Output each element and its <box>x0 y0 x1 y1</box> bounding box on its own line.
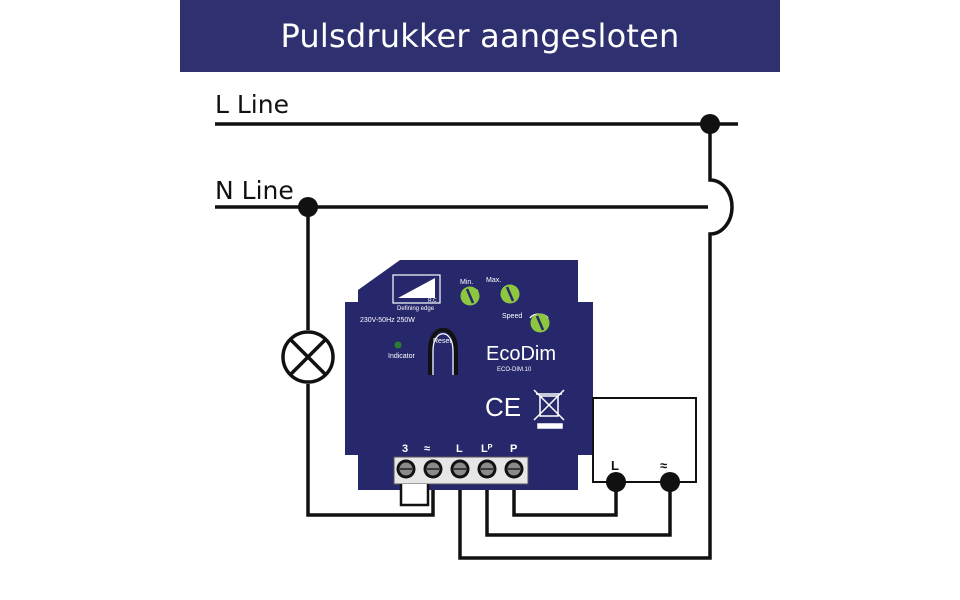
terminal-p-screw <box>504 459 524 479</box>
terminal-3-screw <box>396 459 416 479</box>
reset-label: Reset <box>433 338 451 345</box>
n-line-junction <box>298 197 318 217</box>
terminal-l-screw <box>450 459 470 479</box>
dimmer-module: R,C Defining edge Min. Max. Speed 230V-5… <box>345 260 593 507</box>
defining-edge-label: Defining edge <box>397 306 435 312</box>
indicator-label: Indicator <box>388 353 416 360</box>
defining-edge-badge: R,C Defining edge <box>392 274 441 312</box>
l-feed-wire <box>458 124 734 560</box>
rating-label: 230V-50Hz 250W <box>360 317 415 324</box>
indicator-led <box>394 341 402 349</box>
l-line-junction <box>700 114 720 134</box>
lamp-to-dimmer-wire <box>306 384 435 517</box>
terminal-lp-label: Lᴾ <box>481 443 493 455</box>
reset-button[interactable]: Reset <box>428 328 458 375</box>
terminal-pulse-screw <box>423 459 443 479</box>
terminal-lp-screw <box>477 459 497 479</box>
switch-pulse-terminal <box>660 472 680 492</box>
min-knob[interactable] <box>460 286 480 306</box>
speed-knob[interactable] <box>529 313 550 333</box>
title-banner: Pulsdrukker aangesloten <box>180 0 780 72</box>
switch-pulse-label: ≈ <box>660 458 667 473</box>
speed-label: Speed <box>502 313 522 320</box>
terminal-3-label: 3 <box>402 443 408 455</box>
pulse-switch: L ≈ <box>592 397 697 492</box>
wires <box>215 122 738 560</box>
weee-bin-icon <box>533 389 565 429</box>
lamp-symbol <box>281 330 335 384</box>
terminal-bridge <box>399 484 430 507</box>
l-line-label: L Line <box>215 90 289 119</box>
terminal-screws <box>396 459 524 479</box>
terminal-pulse-label: ≈ <box>424 443 430 455</box>
n-line-label: N Line <box>215 176 294 205</box>
ce-mark: CE <box>485 392 521 422</box>
rc-mark: R,C <box>428 298 437 304</box>
model-label: ECO-DIM.10 <box>497 367 532 373</box>
lp-to-switch-wire <box>485 480 672 537</box>
terminal-l-label: L <box>456 443 463 455</box>
max-label: Max. <box>486 277 501 284</box>
min-label: Min. <box>460 279 473 286</box>
terminal-p-label: P <box>510 443 517 455</box>
p-to-switch-wire <box>512 480 618 517</box>
max-knob[interactable] <box>500 284 520 304</box>
switch-l-label: L <box>611 458 619 473</box>
brand-logo: EcoDim <box>486 343 556 365</box>
diagram-title: Pulsdrukker aangesloten <box>280 17 680 55</box>
switch-l-terminal <box>606 472 626 492</box>
